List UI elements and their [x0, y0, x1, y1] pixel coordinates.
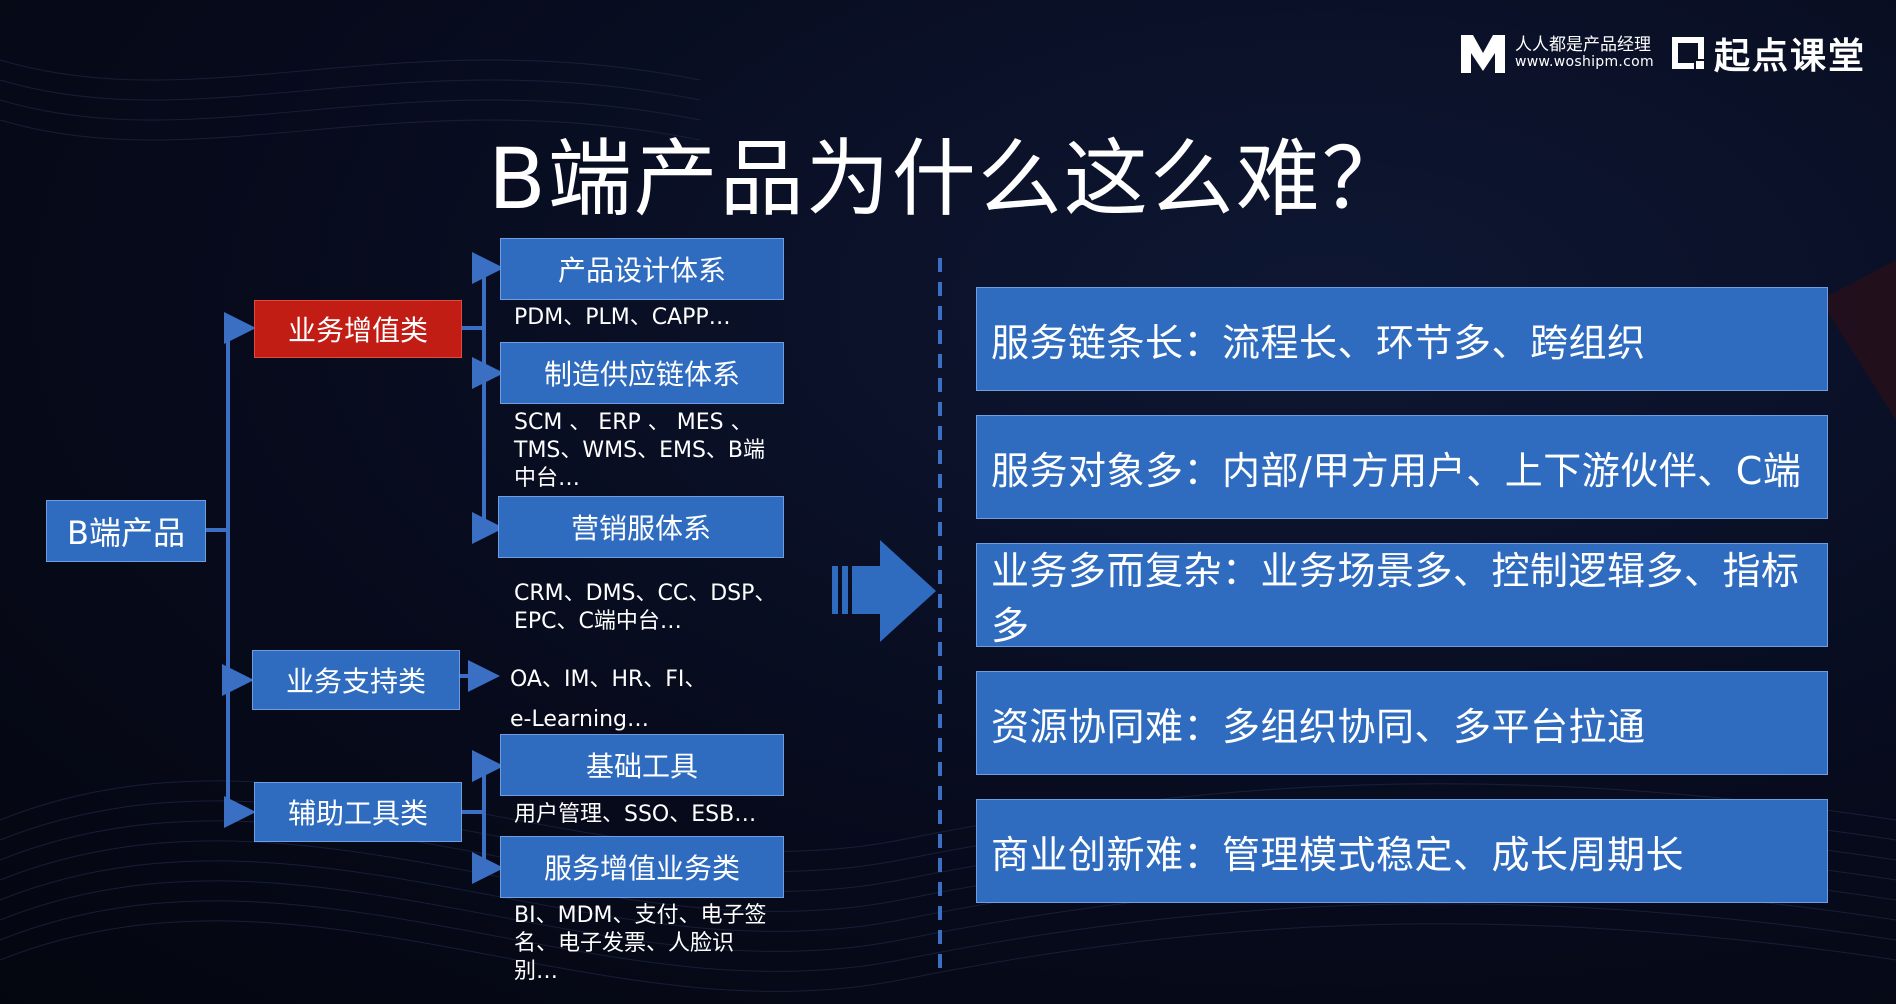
desc-product-design: PDM、PLM、CAPP… — [514, 305, 731, 330]
brand2-name: 起点课堂 — [1713, 36, 1866, 77]
header-logo: 人人都是产品经理 www.woshipm.com 起点课堂 — [1457, 18, 1866, 88]
node-product-design: 产品设计体系 — [500, 238, 784, 300]
big-right-arrow-icon — [832, 540, 936, 642]
q-logo-icon — [1671, 37, 1704, 69]
page-title: B端产品为什么这么难？ — [488, 130, 1408, 228]
reason-item: 服务链条长：流程长、环节多、跨组织 — [976, 287, 1828, 391]
desc-supply-chain: SCM 、 ERP 、 MES 、 TMS、WMS、EMS、B端 中台… — [514, 410, 766, 491]
reason-item: 资源协同难：多组织协同、多平台拉通 — [976, 671, 1828, 775]
node-service-value: 服务增值业务类 — [500, 836, 784, 898]
category-support: 业务支持类 — [252, 650, 460, 710]
node-marketing: 营销服体系 — [498, 496, 784, 558]
desc-support: OA、IM、HR、FI、 e-Learning… — [510, 667, 707, 732]
reason-item: 服务对象多：内部/甲方用户、上下游伙伴、C端 — [976, 415, 1828, 519]
category-value-added: 业务增值类 — [254, 300, 462, 358]
desc-service-value: BI、MDM、支付、电子签 名、电子发票、人脸识 别… — [514, 903, 767, 984]
node-basic-tools: 基础工具 — [500, 734, 784, 796]
root-node-b-product: B端产品 — [46, 500, 206, 562]
category-tools: 辅助工具类 — [254, 782, 462, 842]
reason-item: 业务多而复杂：业务场景多、控制逻辑多、指标多 — [976, 543, 1828, 648]
reason-item: 商业创新难：管理模式稳定、成长周期长 — [976, 799, 1828, 903]
desc-basic-tools: 用户管理、SSO、ESB… — [514, 802, 757, 827]
brand-name: 人人都是产品经理 — [1515, 34, 1652, 55]
node-supply-chain: 制造供应链体系 — [500, 342, 784, 404]
desc-marketing: CRM、DMS、CC、DSP、 EPC、C端中台… — [514, 581, 777, 634]
m-logo-icon — [1461, 35, 1506, 73]
brand-url: www.woshipm.com — [1515, 53, 1654, 70]
